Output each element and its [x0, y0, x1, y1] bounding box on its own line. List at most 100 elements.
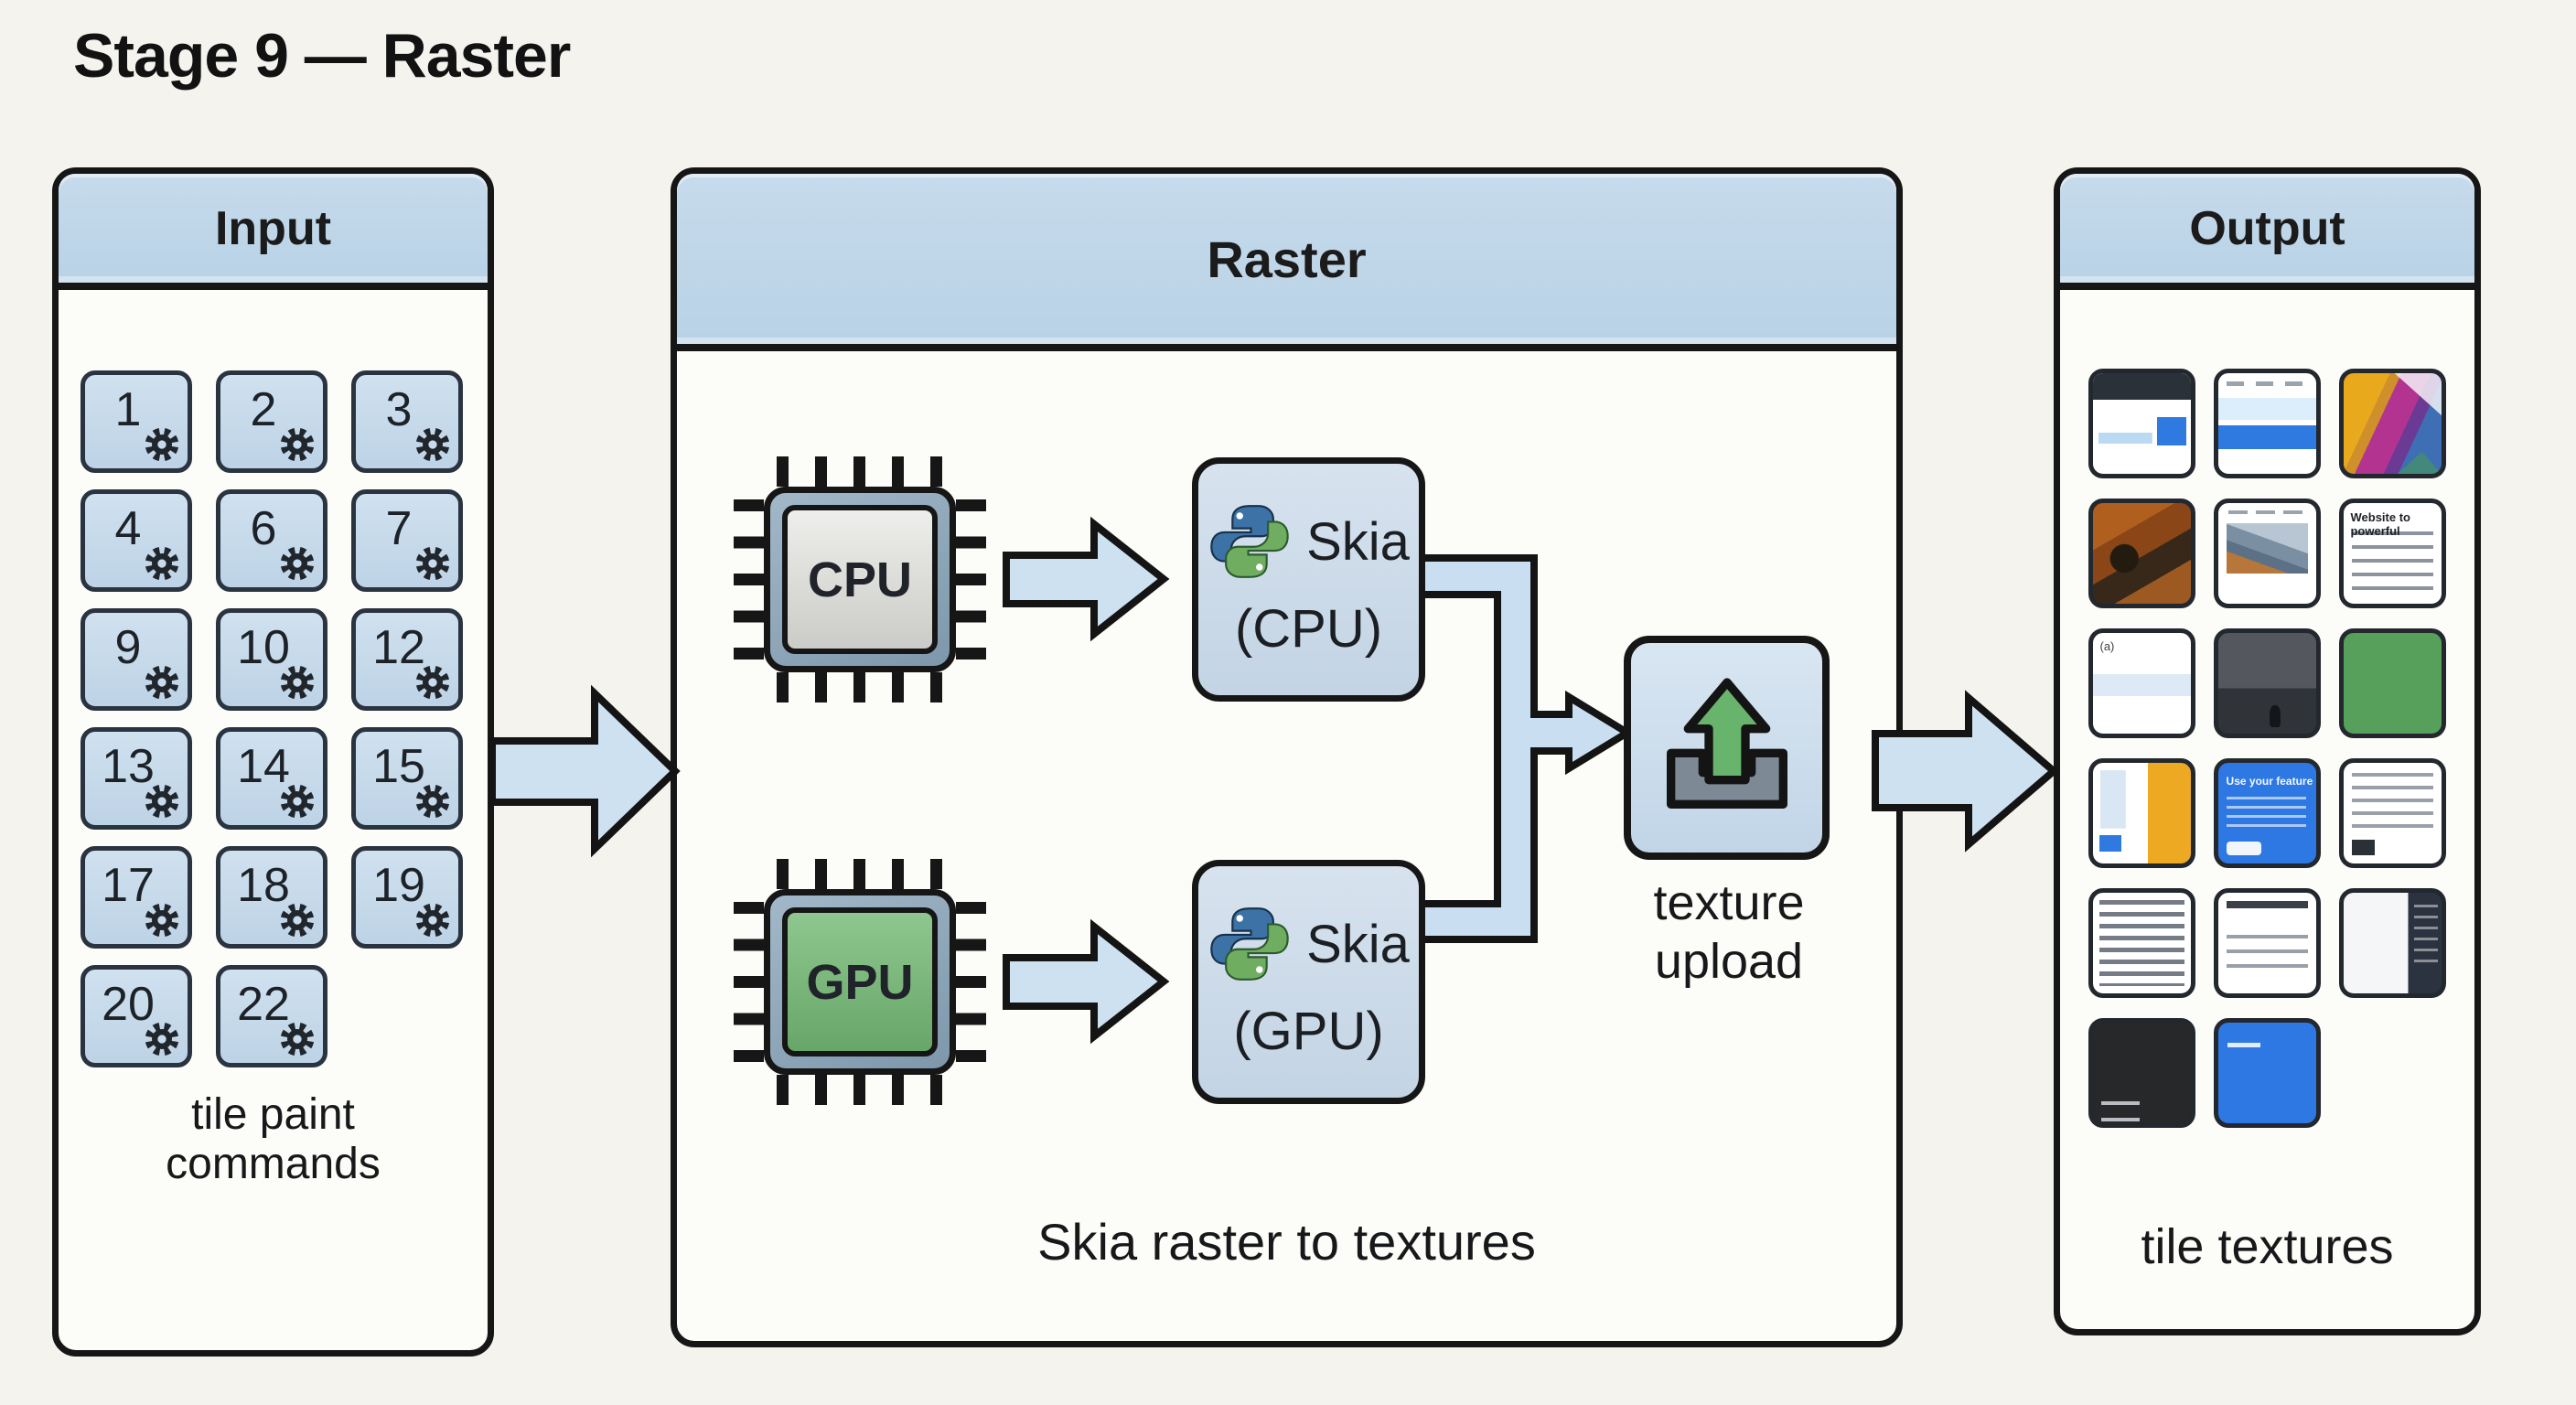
- tile-number: 7: [385, 502, 413, 555]
- gear-icon: [145, 784, 179, 819]
- gear-icon: [280, 1022, 315, 1056]
- tile-texture-thumbnail: Website to powerful: [2339, 499, 2446, 608]
- thumbnail-heading: Website to powerful: [2350, 509, 2410, 538]
- cpu-label: CPU: [807, 552, 912, 607]
- paint-tile: 4: [80, 489, 192, 592]
- paint-tile: 10: [216, 608, 327, 711]
- cpu-chip-core: CPU: [782, 505, 938, 654]
- tile-number: 4: [114, 502, 142, 555]
- gear-icon: [280, 546, 315, 581]
- arrow-input-to-raster: [488, 684, 681, 858]
- tile-texture-thumbnail: [2214, 888, 2321, 998]
- skia-cpu-subtitle: (CPU): [1234, 599, 1383, 659]
- tile-number: 13: [102, 740, 155, 793]
- input-panel-header: Input: [59, 174, 488, 290]
- input-caption: tile paint commands: [52, 1090, 494, 1189]
- raster-caption: Skia raster to textures: [1037, 1213, 1536, 1271]
- output-panel-header: Output: [2060, 174, 2474, 290]
- cpu-chip: CPU: [734, 456, 986, 702]
- tile-number: 6: [250, 502, 277, 555]
- tile-texture-thumbnail: [2214, 1018, 2321, 1128]
- skia-cpu-box: Skia (CPU): [1192, 457, 1425, 702]
- gpu-label: GPU: [806, 954, 914, 1010]
- output-caption: tile textures: [2141, 1219, 2394, 1274]
- tile-texture-thumbnail: [2088, 369, 2195, 478]
- gear-icon: [145, 427, 179, 462]
- tile-number: 17: [102, 859, 155, 912]
- tile-number: 3: [385, 383, 413, 436]
- gpu-chip-core: GPU: [782, 907, 938, 1056]
- gear-icon: [145, 1022, 179, 1056]
- skia-gpu-title: Skia: [1306, 914, 1410, 974]
- tile-texture-thumbnail: [2214, 369, 2321, 478]
- paint-tile: 22: [216, 965, 327, 1067]
- paint-tile: 14: [216, 727, 327, 830]
- gear-icon: [280, 784, 315, 819]
- input-caption-line1: tile paint: [191, 1090, 355, 1139]
- skia-cpu-title: Skia: [1306, 511, 1410, 572]
- texture-upload-box: [1624, 636, 1830, 860]
- cpu-chip-body: CPU: [764, 487, 956, 672]
- paint-tile: 19: [351, 846, 463, 949]
- tile-texture-thumbnail: [2339, 369, 2446, 478]
- tile-texture-thumbnail: [2339, 628, 2446, 738]
- paint-tile: 17: [80, 846, 192, 949]
- paint-tile: 9: [80, 608, 192, 711]
- thumbnail-label: (a): [2099, 638, 2115, 653]
- tile-number: 18: [237, 859, 290, 912]
- texture-upload-label: texture upload: [1596, 874, 1862, 991]
- gear-icon: [415, 784, 450, 819]
- upload-label-line1: texture: [1653, 875, 1805, 930]
- gear-icon: [415, 665, 450, 700]
- tile-number: 12: [372, 621, 425, 674]
- gear-icon: [415, 427, 450, 462]
- tile-number: 15: [372, 740, 425, 793]
- input-panel-title: Input: [214, 201, 332, 255]
- paint-tile: 1: [80, 370, 192, 473]
- upload-label-line2: upload: [1654, 934, 1804, 989]
- skia-gpu-subtitle: (GPU): [1233, 1002, 1384, 1061]
- paint-tile: 7: [351, 489, 463, 592]
- tile-texture-thumbnail: [2088, 499, 2195, 608]
- skia-gpu-box: Skia (GPU): [1192, 860, 1425, 1104]
- gpu-chip: GPU: [734, 859, 986, 1105]
- output-panel-title: Output: [2189, 201, 2345, 255]
- paint-tile: 20: [80, 965, 192, 1067]
- paint-tile: 2: [216, 370, 327, 473]
- paint-tile: 15: [351, 727, 463, 830]
- input-caption-line2: commands: [166, 1140, 381, 1188]
- tile-number: 2: [250, 383, 277, 436]
- tile-number: 10: [237, 621, 290, 674]
- python-logo-icon: [1210, 907, 1289, 981]
- gear-icon: [145, 665, 179, 700]
- tile-texture-thumbnail: [2339, 888, 2446, 998]
- tile-texture-grid: Website to powerful (a) Use your feature: [2088, 369, 2454, 1128]
- tile-texture-thumbnail: [2088, 1018, 2195, 1128]
- tile-texture-thumbnail: (a): [2088, 628, 2195, 738]
- output-panel: Output: [2054, 167, 2481, 1335]
- gear-icon: [145, 903, 179, 938]
- tile-texture-thumbnail: [2214, 628, 2321, 738]
- paint-tile: 12: [351, 608, 463, 711]
- tile-paint-command-grid: 1 2 3 4 6 7 9 10 12 13 14 15 17 18 19 20…: [80, 370, 467, 1067]
- gear-icon: [280, 427, 315, 462]
- gear-icon: [415, 903, 450, 938]
- paint-tile: 18: [216, 846, 327, 949]
- tile-number: 1: [114, 383, 142, 436]
- gear-icon: [415, 546, 450, 581]
- tile-number: 19: [372, 859, 425, 912]
- upload-icon: [1666, 677, 1787, 809]
- tile-number: 9: [114, 621, 142, 674]
- paint-tile: 13: [80, 727, 192, 830]
- paint-tile: 6: [216, 489, 327, 592]
- raster-panel-title: Raster: [1207, 230, 1367, 288]
- raster-panel-header: Raster: [677, 174, 1896, 351]
- tile-number: 20: [102, 978, 155, 1031]
- tile-number: 22: [237, 978, 290, 1031]
- gear-icon: [280, 665, 315, 700]
- thumbnail-heading: Use your feature: [2226, 775, 2313, 788]
- gear-icon: [145, 546, 179, 581]
- page-title: Stage 9 — Raster: [73, 21, 571, 91]
- tile-texture-thumbnail: [2088, 758, 2195, 868]
- tile-texture-thumbnail: [2088, 888, 2195, 998]
